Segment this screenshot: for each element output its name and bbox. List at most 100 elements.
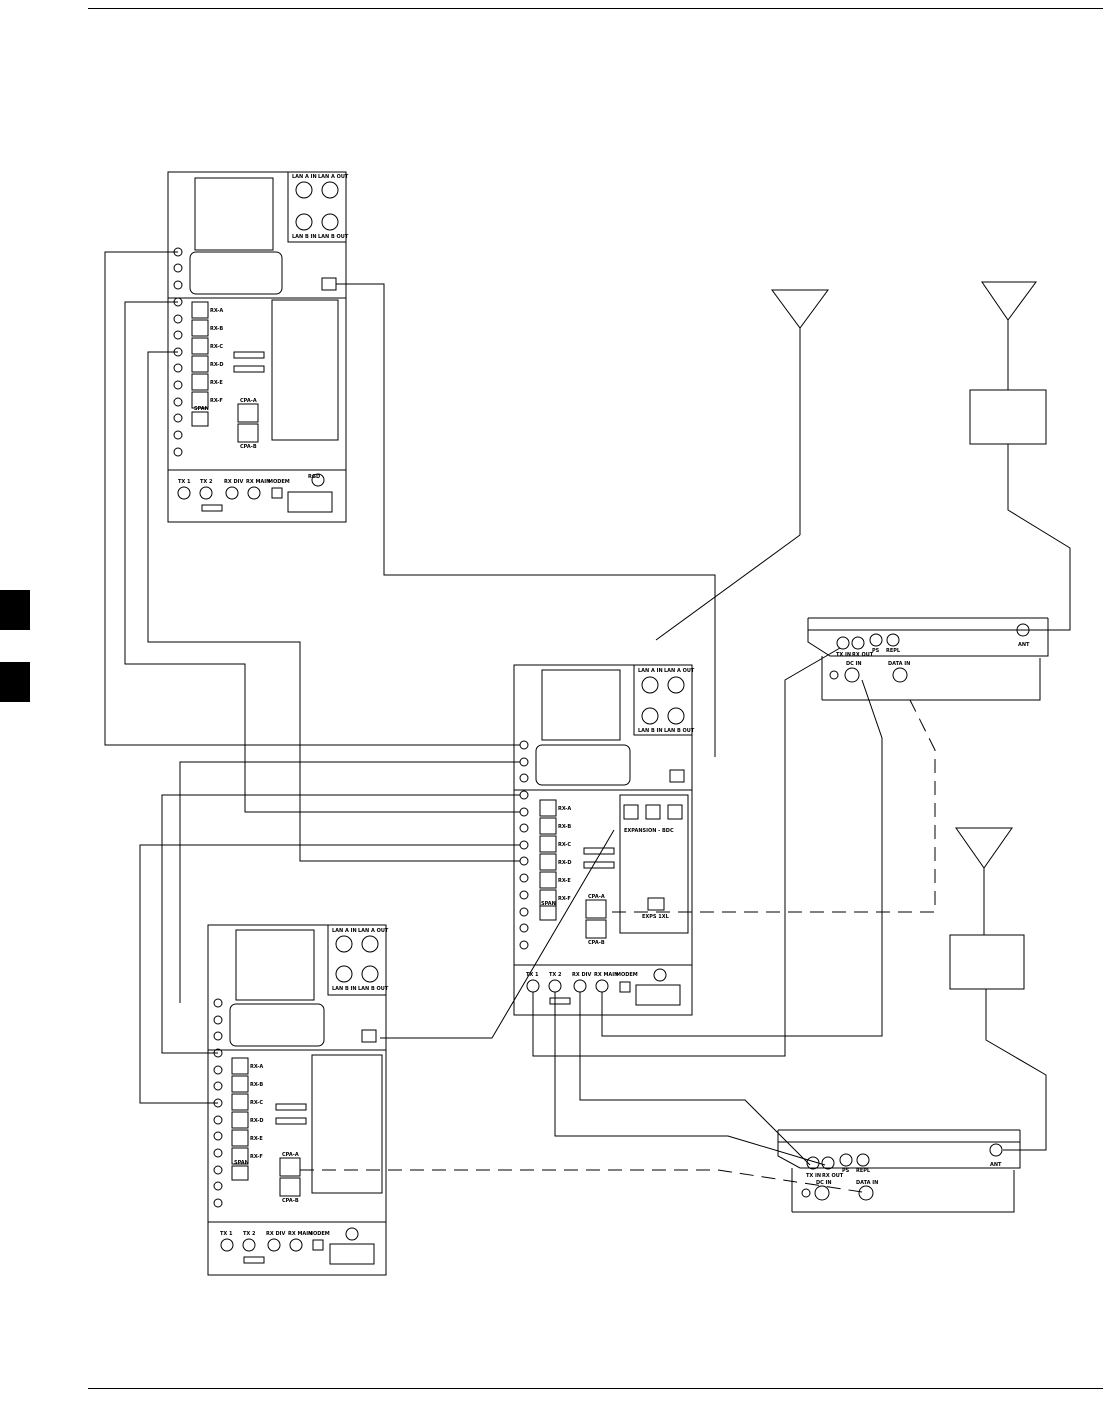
expansion-port-label: EXPS 1XL <box>642 914 670 920</box>
transceiver-2-tx-in-label: TX IN <box>806 1173 821 1179</box>
data-cables <box>300 699 936 1193</box>
bottom-rule <box>88 1388 1103 1389</box>
cabinet-2-rx-d-label: RX-D <box>558 860 572 866</box>
filter-box-1 <box>969 389 1047 445</box>
cabinet-3-right-module <box>311 1054 383 1194</box>
cabinet-3-lan-panel <box>327 924 387 996</box>
transceiver-1 <box>807 617 1049 701</box>
cabinet-3-lan-a-in-label: LAN A IN <box>332 928 357 934</box>
transceiver-2-data-in-label: DATA IN <box>856 1180 878 1186</box>
cabinet-3-modem-label: MODEM <box>308 1231 330 1237</box>
cabinet-1-tx1-label: TX 1 <box>178 479 191 485</box>
cabinet-3-rx-f-label: RX-F <box>250 1154 263 1160</box>
cabinet-1-rgd-label: RGD <box>308 474 320 480</box>
cabinet-2-rx-a-label: RX-A <box>558 806 571 812</box>
cabinet-1-lan-a-in-label: LAN A IN <box>292 174 317 180</box>
cabinet-2 <box>513 664 693 1016</box>
transceiver-1-rx-out-label: RX OUT <box>852 652 874 658</box>
cabinet-2-lan-b-out-label: LAN B OUT <box>664 728 695 734</box>
cables <box>104 251 883 1166</box>
transceiver-1-repl-label: REPL <box>886 648 901 654</box>
cabinet-2-lan-b-in-label: LAN B IN <box>638 728 663 734</box>
transceiver-2-ant-label: ANT <box>990 1162 1002 1168</box>
cabinet-3-rx-main-label: RX MAIN <box>288 1231 312 1237</box>
antenna-1 <box>655 289 829 641</box>
cabinet-1-rx-a-label: RX-A <box>210 308 223 314</box>
top-rule <box>88 8 1103 9</box>
cabinet-3-lan-a-out-label: LAN A OUT <box>358 928 389 934</box>
cabinet-2-lan-a-in-label: LAN A IN <box>638 668 663 674</box>
cabinet-1-cpb-label: CPA-B <box>240 444 257 450</box>
transceiver-2-rx-out-label: RX OUT <box>822 1173 844 1179</box>
cabinet-2-lan-a-out-label: LAN A OUT <box>664 668 695 674</box>
cabinet-3-span-label: SPAN <box>234 1160 249 1166</box>
transceiver-1-ant-label: ANT <box>1018 642 1030 648</box>
cabinet-3-lan-b-out-label: LAN B OUT <box>358 986 389 992</box>
cabinet-3-rx-a-label: RX-A <box>250 1064 263 1070</box>
cabinet-1-rx-b-label: RX-B <box>210 326 223 332</box>
cabinet-3-lan-b-in-label: LAN B IN <box>332 986 357 992</box>
cabinet-1-bottom-connectors <box>177 473 333 513</box>
cabinet-1-rx-f-label: RX-F <box>210 398 223 404</box>
cabinet-1-cpa-label: CPA-A <box>240 398 257 404</box>
cabinet-1-span-label: SPAN <box>194 406 209 412</box>
cabinet-2-rx-div-label: RX DIV <box>572 972 591 978</box>
section-tab-2 <box>0 662 30 702</box>
cabinet-2-rx-c-label: RX-C <box>558 842 571 848</box>
cabinet-2-tx1-label: TX 1 <box>526 972 539 978</box>
cabinet-1-lan-b-out-label: LAN B OUT <box>318 234 349 240</box>
cabinet-3-tx1-label: TX 1 <box>220 1231 233 1237</box>
cabinet-2-rx-f-label: RX-F <box>558 896 571 902</box>
cabinet-1-rx-div-label: RX DIV <box>224 479 243 485</box>
antenna-3 <box>949 827 1047 1151</box>
cabinet-3-rx-e-label: RX-E <box>250 1136 263 1142</box>
transceiver-1-dc-in-label: DC IN <box>846 661 862 667</box>
cabinet-2-modem-label: MODEM <box>616 972 638 978</box>
cabinet-3-rx-b-label: RX-B <box>250 1082 263 1088</box>
cabinet-2-rx-main-label: RX MAIN <box>594 972 618 978</box>
cabinet-2-frame <box>513 664 693 1016</box>
cabinet-2-cpa-label: CPA-A <box>588 894 605 900</box>
cabinet-2-tx2-label: TX 2 <box>549 972 562 978</box>
cabinet-1-lan-panel <box>287 171 347 243</box>
cabinet-1 <box>167 171 347 523</box>
cabinet-1-frame <box>167 171 347 523</box>
transceiver-2-dc-in-label: DC IN <box>816 1180 832 1186</box>
cabinet-3-top-panel <box>235 929 315 1001</box>
section-tab-1 <box>0 590 30 630</box>
cabinet-2-left-ports <box>519 740 529 950</box>
transceiver-1-ps-label: PS <box>872 648 880 654</box>
cabinet-1-rx-c-label: RX-C <box>210 344 223 350</box>
cabinet-2-rx-b-label: RX-B <box>558 824 571 830</box>
expansion-label: EXPANSION - BDC <box>624 828 674 834</box>
cabinet-3-cpb-label: CPA-B <box>282 1198 299 1204</box>
cabinet-2-cpb-label: CPA-B <box>588 940 605 946</box>
cabinet-1-lan-a-out-label: LAN A OUT <box>318 174 349 180</box>
cabinet-1-modem-label: MODEM <box>268 479 290 485</box>
cabinet-3-bottom-connectors <box>220 1227 375 1265</box>
cabinet-3-cpa-label: CPA-A <box>282 1152 299 1158</box>
cabinet-1-rx-e-label: RX-E <box>210 380 223 386</box>
cabinet-3-rx-div-label: RX DIV <box>266 1231 285 1237</box>
cabinet-2-span-label: SPAN <box>541 901 556 907</box>
cabinet-1-rx-main-label: RX MAIN <box>246 479 270 485</box>
cabinet-3-rx-d-label: RX-D <box>250 1118 264 1124</box>
transceiver-1-tx-in-label: TX IN <box>836 652 851 658</box>
cabinet-1-right-module <box>271 299 339 441</box>
transceiver-2 <box>777 1129 1021 1213</box>
cabinet-3 <box>207 924 387 1276</box>
transceiver-2-ps-label: PS <box>842 1168 850 1174</box>
cabinet-3-left-ports <box>213 998 223 1208</box>
cabinet-2-lan-panel <box>633 664 693 736</box>
transceiver-1-data-in-label: DATA IN <box>888 661 910 667</box>
cabinet-2-top-panel <box>541 669 621 741</box>
filter-box-2 <box>949 934 1025 990</box>
cabinet-2-expansion-module <box>619 794 689 934</box>
cabinet-3-tx2-label: TX 2 <box>243 1231 256 1237</box>
antenna-2 <box>969 281 1071 631</box>
cabinet-2-rx-e-label: RX-E <box>558 878 571 884</box>
cabinet-1-left-ports <box>173 247 183 457</box>
cabinet-1-tx2-label: TX 2 <box>200 479 213 485</box>
